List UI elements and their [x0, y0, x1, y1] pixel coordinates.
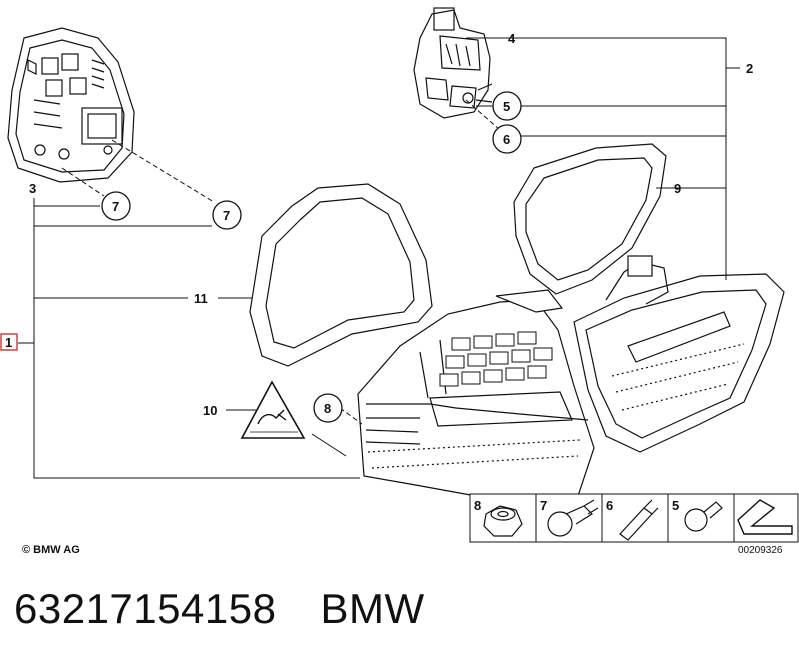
nut-icon [483, 505, 523, 537]
arrow-icon [737, 499, 793, 535]
drawing-number: 00209326 [738, 545, 783, 556]
warning-label-part-10 [240, 380, 306, 439]
callout-9-label: 9 [674, 181, 681, 196]
bulb-icon [547, 499, 599, 537]
callout-3-label: 3 [29, 181, 36, 196]
hardware-legend [469, 493, 799, 543]
bulb-carrier-part-3 [7, 27, 135, 183]
copyright-text: © BMW AG [22, 544, 80, 556]
callout-5-label: 5 [503, 99, 510, 114]
part-number: 63217154158 [14, 585, 277, 632]
legend-7-label: 7 [540, 498, 547, 513]
callout-2-label: 2 [746, 61, 753, 76]
callout-1-highlight [0, 333, 18, 351]
callout-4-label: 4 [508, 31, 516, 46]
gasket-part-11 [249, 183, 433, 367]
brand-name: BMW [320, 585, 425, 632]
callout-1-label: 1 [5, 335, 12, 350]
legend-5-label: 5 [672, 498, 679, 513]
callout-circles [101, 91, 522, 423]
legend-8-label: 8 [474, 498, 481, 513]
bulb-socket-part-4 [413, 7, 493, 119]
callout-11-label: 11 [194, 291, 208, 306]
callout-6-label: 6 [503, 132, 510, 147]
legend-6-label: 6 [606, 498, 613, 513]
rear-light-inner-part-2 [573, 255, 785, 453]
part-caption: 63217154158 BMW [14, 585, 425, 633]
callout-7-label: 7 [223, 208, 230, 223]
gasket-part-9 [513, 143, 667, 295]
rear-light-outer-part-1 [357, 289, 595, 505]
callout-8-label: 8 [324, 401, 331, 416]
bulb-icon [684, 501, 723, 532]
bulb-icon [619, 499, 659, 541]
leader-lines [18, 37, 740, 479]
callout-7-label: 7 [112, 199, 119, 214]
callout-10-label: 10 [203, 403, 217, 418]
